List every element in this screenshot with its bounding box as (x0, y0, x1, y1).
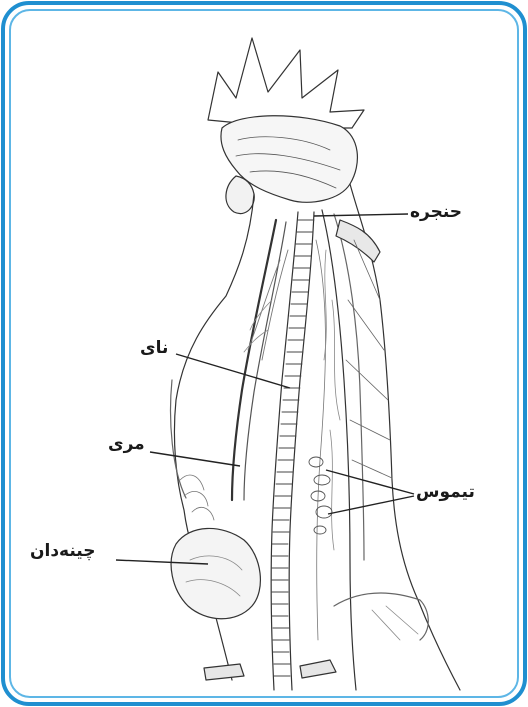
label-thymus: تیموس (416, 484, 475, 501)
leader-lines (116, 214, 414, 564)
leader-thymus-2 (328, 496, 414, 514)
neck-outline-right (350, 184, 460, 690)
label-larynx: حنجره (410, 204, 462, 221)
leader-esophagus (150, 452, 240, 466)
label-trachea: نای (140, 340, 168, 357)
label-crop: چینه‌دان (30, 543, 96, 560)
label-esophagus: مری (108, 436, 145, 453)
trachea-right-edge (289, 212, 314, 690)
crop (171, 528, 260, 618)
leader-larynx (314, 214, 408, 216)
rooster-neck-illustration (171, 38, 460, 690)
thymus-lobes (309, 457, 332, 534)
esophagus (232, 220, 276, 500)
leader-trachea (176, 354, 290, 388)
leader-thymus-1 (326, 470, 414, 494)
comb (208, 38, 364, 128)
